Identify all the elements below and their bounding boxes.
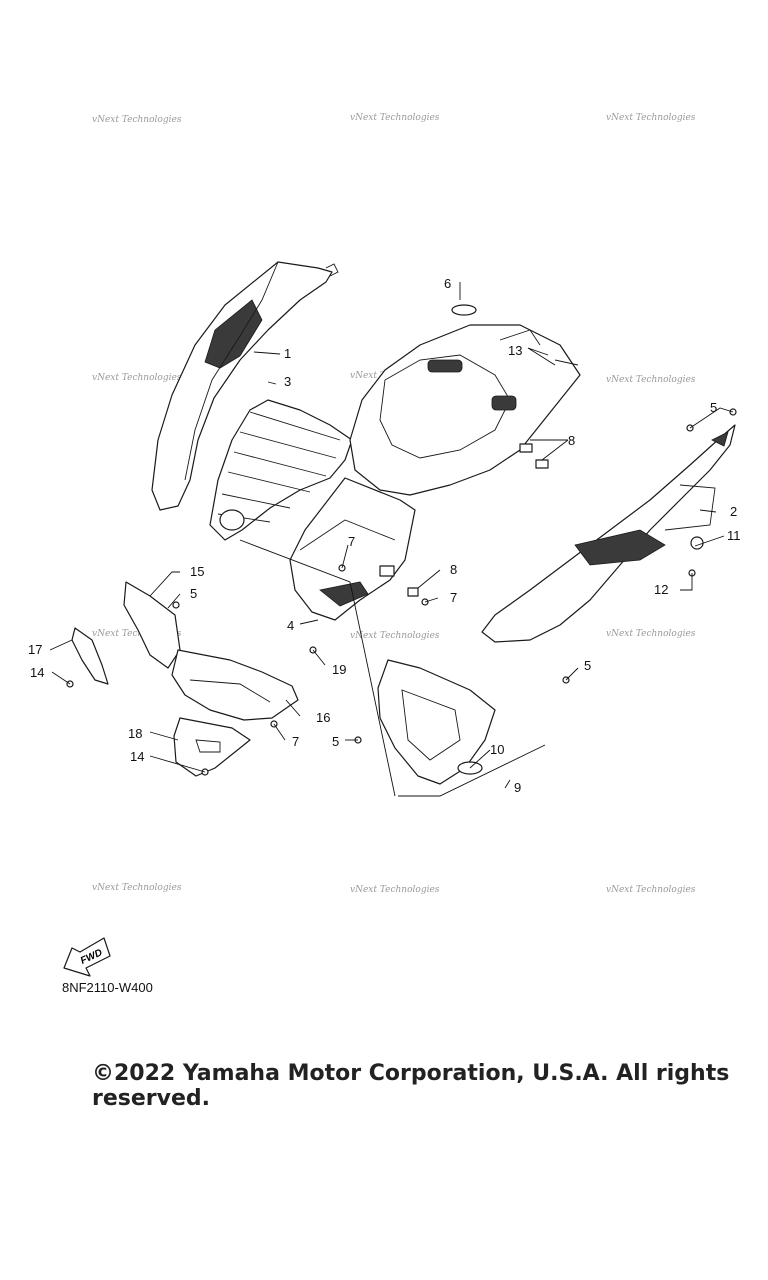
callout-16: 16	[316, 710, 330, 725]
watermark: vNext Technologies	[606, 375, 696, 385]
watermark: vNext Technologies	[606, 113, 696, 123]
callout-18: 18	[128, 726, 142, 741]
callout-15: 15	[190, 564, 204, 579]
watermark: vNext Technologies	[92, 115, 182, 125]
part-15-bracket	[123, 581, 181, 669]
callout-5: 5	[190, 586, 197, 601]
callout-14: 14	[130, 749, 144, 764]
callout-5: 5	[710, 400, 717, 415]
callout-7: 7	[292, 734, 299, 749]
callout-8: 8	[568, 433, 575, 448]
leader-lines	[49, 282, 734, 797]
watermark: vNext Technologies	[350, 113, 440, 123]
callout-4: 4	[287, 618, 294, 633]
watermark: vNext Technologies	[92, 629, 182, 639]
callout-6: 6	[444, 276, 451, 291]
watermark: vNext Technologies	[350, 631, 440, 641]
callout-11: 11	[727, 528, 741, 543]
callout-9: 9	[514, 780, 521, 795]
callout-14: 14	[30, 665, 44, 680]
watermark: vNext Technologies	[606, 629, 696, 639]
watermark: vNext Technologies	[92, 883, 182, 893]
callouts: 1 3 6 13 5 8 2 11 12 7 8 7 15 5 4 17 14 …	[28, 276, 741, 795]
part-2-right-side-cover	[481, 424, 736, 643]
callout-2: 2	[730, 504, 737, 519]
part-6-cap	[451, 304, 477, 316]
callout-17: 17	[28, 642, 42, 657]
callout-13: 13	[508, 343, 522, 358]
part-18-mesh-cover	[173, 717, 251, 777]
callout-5: 5	[332, 734, 339, 749]
callout-3: 3	[284, 374, 291, 389]
callout-7: 7	[450, 590, 457, 605]
watermarks: vNext Technologies vNext Technologies vN…	[92, 113, 696, 895]
callout-8: 8	[450, 562, 457, 577]
watermark: vNext Technologies	[92, 373, 182, 383]
callout-12: 12	[654, 582, 668, 597]
watermark: vNext Technologies	[350, 885, 440, 895]
fwd-arrow-icon: FWD	[63, 937, 111, 977]
callout-10: 10	[490, 742, 504, 757]
callout-7: 7	[348, 534, 355, 549]
figure-code: 8NF2110-W400	[62, 980, 153, 995]
part-9-lower-right-cover	[377, 659, 496, 785]
watermark: vNext Technologies	[606, 885, 696, 895]
callout-1: 1	[284, 346, 291, 361]
callout-5: 5	[584, 658, 591, 673]
part-1-left-side-cover	[151, 261, 339, 511]
part-17-small-cover	[71, 627, 109, 685]
part-3-inner-panel	[209, 399, 353, 541]
part-4-lower-front-cover	[289, 477, 416, 621]
main-upper-cover	[349, 324, 581, 496]
part-16-left-lower-cover	[171, 649, 299, 721]
copyright-notice: ©2022 Yamaha Motor Corporation, U.S.A. A…	[92, 1061, 730, 1111]
callout-19: 19	[332, 662, 346, 677]
